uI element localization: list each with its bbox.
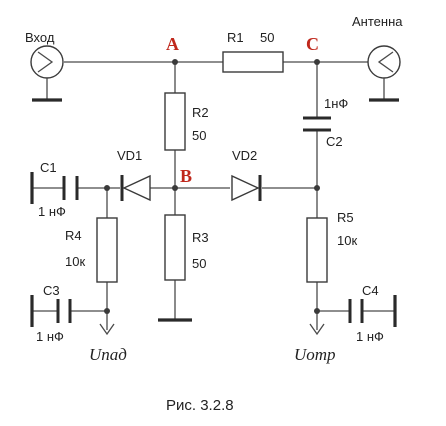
r1-name: R1 (227, 30, 244, 45)
c1-capacitor (30, 172, 79, 204)
input-port-symbol (30, 45, 64, 102)
r2-resistor (164, 92, 186, 151)
node-c-label: C (306, 34, 319, 54)
r2-value: 50 (192, 128, 206, 143)
c1-name: C1 (40, 160, 57, 175)
antenna-port-symbol (367, 45, 401, 102)
r3-value: 50 (192, 256, 206, 271)
c4-value: 1 нФ (356, 329, 384, 344)
c4-name: C4 (362, 283, 379, 298)
r5-name: R5 (337, 210, 354, 225)
junction-right (314, 185, 320, 191)
c3-value: 1 нФ (36, 329, 64, 344)
r1-value: 50 (260, 30, 274, 45)
c3-capacitor (30, 295, 72, 327)
c1-value: 1 нФ (38, 204, 66, 219)
junction-a (172, 59, 178, 65)
junction-left (104, 185, 110, 191)
junction-r4-bottom (104, 308, 110, 314)
r4-resistor (96, 217, 118, 283)
input-port-label: Вход (25, 30, 55, 45)
r1-resistor (222, 51, 284, 73)
r2-name: R2 (192, 105, 209, 120)
r3-name: R3 (192, 230, 209, 245)
c3-name: C3 (43, 283, 60, 298)
r5-value: 10к (337, 233, 357, 248)
r3-resistor (164, 214, 186, 281)
r4-value: 10к (65, 254, 85, 269)
upad-arrow (99, 323, 115, 336)
figure-caption: Рис. 3.2.8 (166, 397, 234, 414)
r4-name: R4 (65, 228, 82, 243)
r5-resistor (306, 217, 328, 283)
c2-value: 1нФ (324, 96, 348, 111)
uotr-label: Uотр (294, 345, 336, 364)
c2-name: C2 (326, 134, 343, 149)
uotr-arrow (309, 323, 325, 336)
node-a-label: A (166, 34, 179, 54)
junction-r5-bottom (314, 308, 320, 314)
vd2-diode (231, 174, 262, 202)
c2-capacitor (303, 116, 331, 132)
wires (32, 61, 395, 330)
vd2-name: VD2 (232, 148, 257, 163)
vd1-diode (120, 174, 151, 202)
antenna-port-label: Антенна (352, 14, 403, 29)
junction-c (314, 59, 320, 65)
node-b-label: B (180, 166, 192, 186)
c4-capacitor (348, 295, 397, 327)
upad-label: Uпад (89, 345, 127, 364)
vd1-name: VD1 (117, 148, 142, 163)
junction-b (172, 185, 178, 191)
